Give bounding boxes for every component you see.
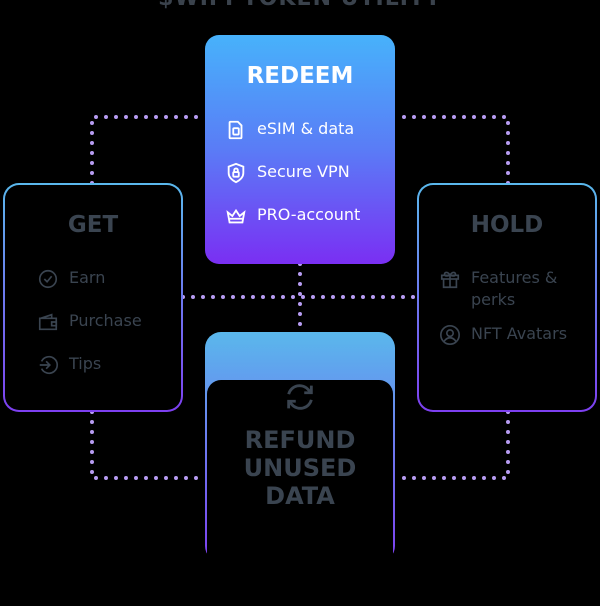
hold-card: HOLD Features & perks NFT Avatars	[417, 183, 597, 412]
get-item-label: Earn	[69, 268, 106, 287]
user-circle-icon	[440, 325, 460, 345]
redeem-title: REDEEM	[246, 63, 354, 89]
get-card: GET Earn Purchase Tips	[3, 183, 183, 412]
hold-item-nft: NFT Avatars	[439, 323, 589, 346]
connector-hold-refund	[393, 410, 510, 480]
connector-lines	[90, 115, 510, 480]
refresh-icon	[287, 384, 313, 410]
connector-hold-redeem	[393, 115, 510, 185]
hold-title: HOLD	[470, 212, 544, 238]
gift-icon	[440, 271, 460, 289]
wallet-icon	[38, 313, 58, 331]
redeem-item-label: eSIM & data	[257, 119, 355, 138]
redeem-card: REDEEM eSIM & data Secure VPN PRO-accoun…	[205, 35, 395, 264]
arrow-in-circle-icon	[39, 355, 58, 375]
check-circle-icon	[38, 269, 58, 289]
get-item-label: Tips	[69, 354, 102, 373]
redeem-item-pro: PRO-account	[225, 204, 360, 227]
crown-icon	[226, 208, 246, 224]
connector-get-redeem	[90, 115, 207, 185]
get-item-purchase: Purchase	[37, 310, 142, 333]
refund-title: REFUND UNUSED DATA	[243, 426, 357, 510]
page-title: $WIFI TOKEN UTILITY	[0, 0, 600, 11]
hold-item-label: NFT Avatars	[471, 324, 568, 343]
redeem-item-label: Secure VPN	[257, 162, 350, 181]
get-title: GET	[67, 212, 119, 238]
get-item-label: Purchase	[69, 311, 142, 330]
get-item-earn: Earn	[37, 267, 142, 290]
get-item-tips: Tips	[37, 353, 142, 376]
hold-item-features: Features & perks	[439, 267, 589, 311]
connector-get-refund	[90, 410, 207, 480]
refund-card: REFUND UNUSED DATA	[205, 332, 395, 606]
shield-lock-icon	[227, 162, 245, 184]
redeem-item-vpn: Secure VPN	[225, 161, 360, 184]
redeem-item-esim: eSIM & data	[225, 118, 360, 141]
redeem-item-label: PRO-account	[257, 205, 361, 224]
sim-card-icon	[228, 120, 243, 140]
hold-item-label: Features & perks	[471, 268, 558, 309]
